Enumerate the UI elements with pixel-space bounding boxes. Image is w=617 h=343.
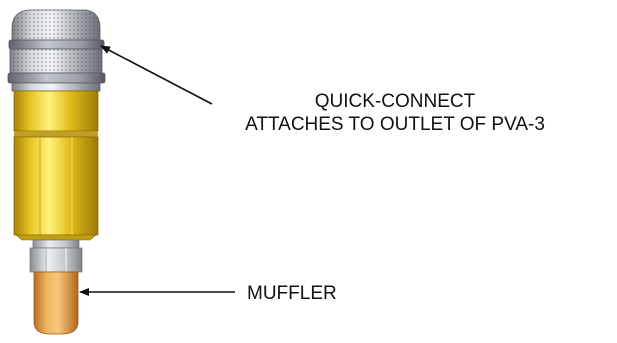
muffler-part (33, 271, 79, 335)
quick-connect-label: QUICK-CONNECT ATTACHES TO OUTLET OF PVA-… (180, 90, 610, 136)
hex-nut (29, 239, 83, 273)
quick-connect-coupler (7, 9, 106, 92)
quick-connect-label-line-2: ATTACHES TO OUTLET OF PVA-3 (245, 114, 545, 135)
quick-connect-label-line-1: QUICK-CONNECT (314, 91, 476, 112)
muffler-label: MUFFLER (247, 283, 337, 304)
brass-body (13, 90, 99, 241)
quick-connect-arrow (100, 45, 213, 105)
